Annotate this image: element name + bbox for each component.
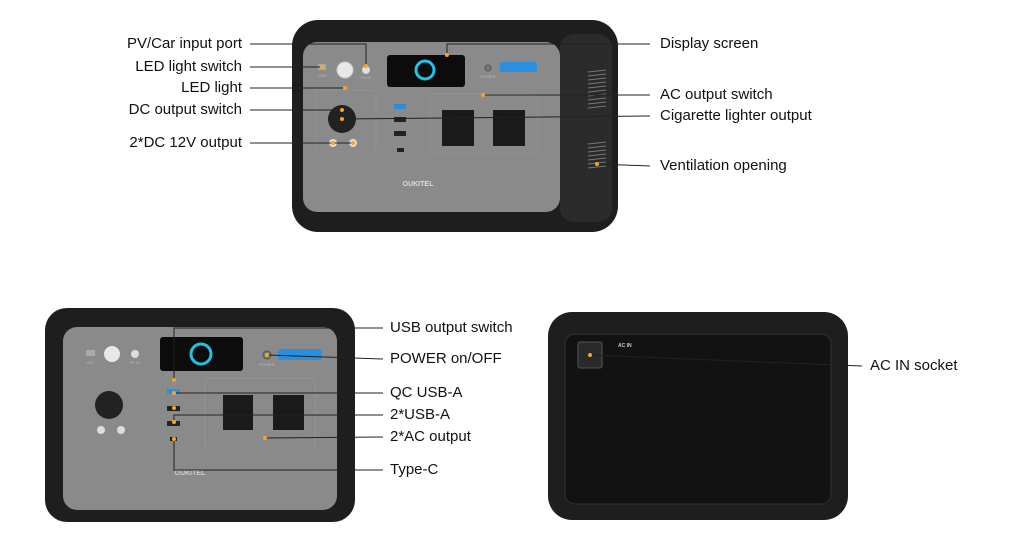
label-usb-output-switch: USB output switch xyxy=(390,319,513,336)
status-badge xyxy=(278,349,322,360)
label-led-light-switch: LED light switch xyxy=(135,58,242,75)
label-ac-output-switch: AC output switch xyxy=(660,86,773,103)
svg-text:PV IN: PV IN xyxy=(130,360,141,365)
display-screen xyxy=(160,337,243,371)
power-station-angled-view: POWER LED PV IN OUKITEL xyxy=(292,20,618,232)
svg-text:LED: LED xyxy=(86,360,94,365)
svg-text:LED: LED xyxy=(318,73,326,78)
label-cigarette-lighter-output: Cigarette lighter output xyxy=(660,107,812,124)
power-station-back-view: AC IN xyxy=(548,312,848,520)
label-ventilation-opening: Ventilation opening xyxy=(660,157,787,174)
svg-text:POWER: POWER xyxy=(259,362,274,367)
display-screen xyxy=(387,55,465,87)
label-dc-output-switch: DC output switch xyxy=(128,101,242,118)
label-pv-car-input-port: PV/Car input port xyxy=(126,35,242,52)
led-light xyxy=(336,61,354,79)
label-display-screen: Display screen xyxy=(660,35,759,52)
label-ac-in-socket: AC IN socket xyxy=(870,357,958,374)
status-badge xyxy=(500,62,537,72)
label-type-c: Type-C xyxy=(390,461,439,478)
leader-lines xyxy=(173,43,863,471)
svg-text:AC IN: AC IN xyxy=(618,343,632,349)
label-led-light: LED light xyxy=(181,79,242,96)
svg-text:OUKITEL: OUKITEL xyxy=(175,470,206,477)
svg-text:PV IN: PV IN xyxy=(361,75,372,80)
marker-dots xyxy=(172,53,599,441)
label-usb-a: 2*USB-A xyxy=(390,406,451,423)
pv-input-port xyxy=(362,66,370,74)
label-ac-output: 2*AC output xyxy=(390,428,471,445)
label-power-on-off: POWER on/OFF xyxy=(390,350,502,367)
ac-outlet xyxy=(493,110,525,146)
svg-text:POWER: POWER xyxy=(480,74,495,79)
brand-logo: OUKITEL xyxy=(403,181,434,188)
label-dc-12v-output: 2*DC 12V output xyxy=(129,134,242,151)
ac-outlet xyxy=(442,110,474,146)
label-qc-usb-a: QC USB-A xyxy=(390,384,463,401)
ventilation-grille xyxy=(587,69,607,169)
